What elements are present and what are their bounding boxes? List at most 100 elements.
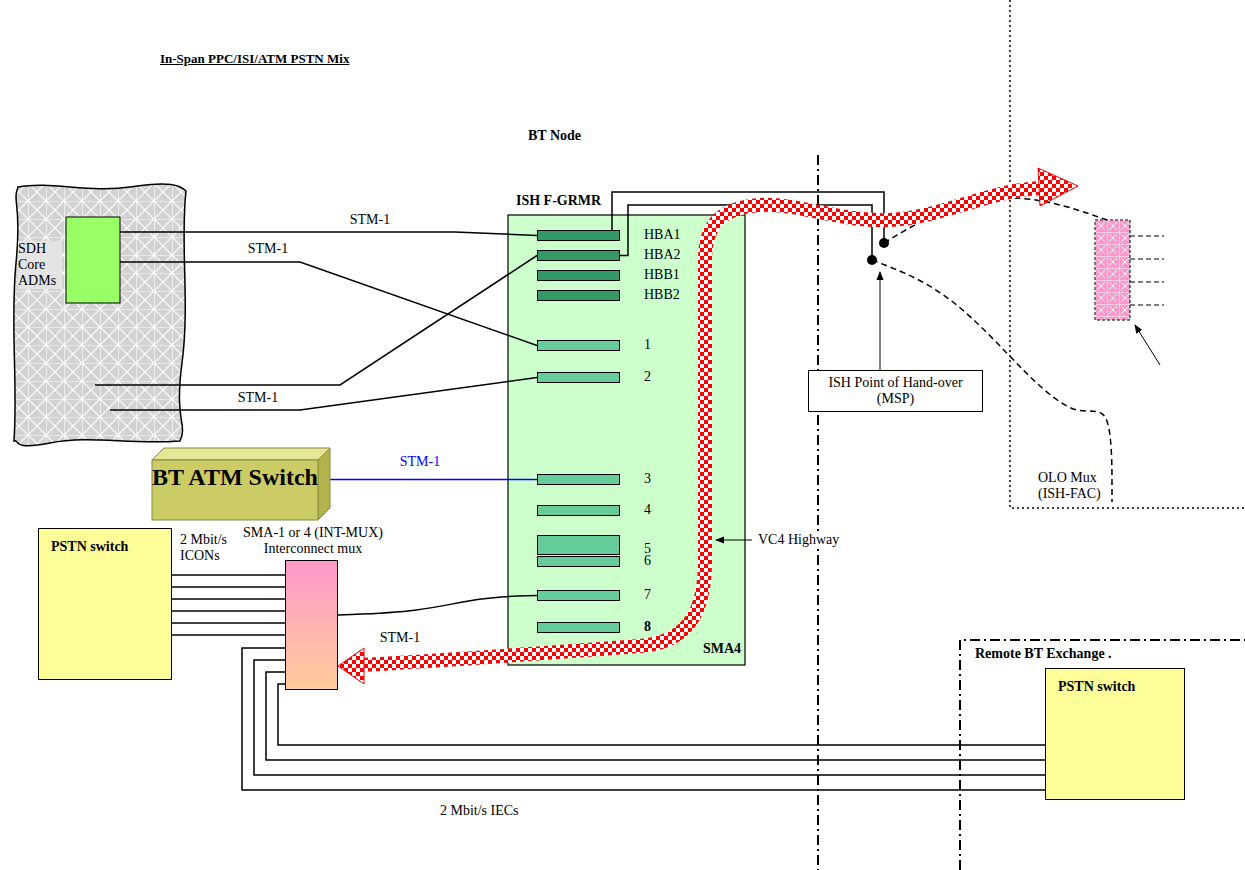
connector <box>254 660 1045 775</box>
wire-stub <box>120 261 190 263</box>
card-label: 4 <box>644 503 651 517</box>
adm-box <box>66 217 120 303</box>
wire-stub <box>110 409 190 411</box>
edge-label: STM-1 <box>398 454 442 470</box>
link-label: 2 Mbit/s ICONs <box>180 532 236 564</box>
connector-segment <box>190 256 537 386</box>
node-text: OLO Mux (ISH-FAC) <box>1038 470 1116 502</box>
arrow-head <box>1038 168 1078 206</box>
card-label: HBA1 <box>644 228 681 242</box>
line-card: 3 <box>537 474 620 485</box>
connector <box>190 232 537 236</box>
connector-segment <box>190 378 537 411</box>
olo-tributaries <box>1130 236 1164 305</box>
connector-segment <box>338 596 537 616</box>
connector <box>266 672 1045 760</box>
edge-label: STM-1 <box>378 630 422 646</box>
junction-dot <box>867 255 877 265</box>
connector <box>172 575 285 576</box>
connector <box>190 378 537 411</box>
connector <box>172 599 285 600</box>
line-card: 8 <box>537 622 620 633</box>
wire-stub <box>120 231 190 233</box>
connector <box>330 479 537 480</box>
edge-label: STM-1 <box>236 390 280 406</box>
connector <box>172 611 285 612</box>
connector-segment <box>190 262 537 346</box>
connector-segment <box>330 479 537 481</box>
node-text: SMA4 <box>703 641 741 657</box>
remote-exchange-region: Remote BT Exchange . PSTN switch <box>960 640 1245 870</box>
atm-switch: BT ATM Switch <box>152 448 330 520</box>
node-text: SMA-1 or 4 (INT-MUX) Interconnect mux <box>238 525 388 557</box>
line-card: 4 <box>537 505 620 516</box>
line-card: 7 <box>537 590 620 601</box>
connector <box>190 262 537 346</box>
junction-dot <box>879 238 889 248</box>
olo-mux: OLO Mux (ISH-FAC) <box>1095 220 1130 502</box>
node-text: SDH Core ADMs <box>18 241 62 289</box>
leader-line <box>880 272 881 370</box>
leader-line <box>716 540 752 541</box>
connector <box>172 623 285 624</box>
cloud-outline <box>10 183 190 445</box>
connector-segment <box>172 622 285 624</box>
connector-segment <box>242 648 1045 790</box>
line-card: 1 <box>537 340 620 351</box>
node-text: Remote BT Exchange . <box>975 646 1112 662</box>
connector-segment <box>172 634 285 636</box>
connector-segment <box>172 610 285 612</box>
edge-label: STM-1 <box>246 241 290 257</box>
line-card: HBA1 <box>537 230 620 241</box>
pstn-switch: PSTN switch <box>1045 668 1185 800</box>
connector <box>620 205 1112 502</box>
pstn-switch: PSTN switch <box>38 528 172 680</box>
line-card: 5 <box>537 535 620 555</box>
callout-label: VC4 Highway <box>756 532 841 548</box>
arrow-head <box>338 648 364 684</box>
card-label: 1 <box>644 338 651 352</box>
region-label: BT Node <box>528 128 581 144</box>
diagram-title: In-Span PPC/ISI/ATM PSTN Mix <box>160 52 349 67</box>
card-label: 2 <box>644 370 651 384</box>
connector-segment <box>278 684 1045 745</box>
highway-band <box>360 188 1040 665</box>
line-card: 6 <box>537 556 620 567</box>
sdh-cloud: SDH Core ADMs <box>10 183 190 445</box>
card-label: 8 <box>644 620 651 634</box>
node-text: ISH Point of Hand-over (MSP) <box>819 375 972 407</box>
connector-segment <box>190 232 537 236</box>
node-text: BT ATM Switch <box>152 448 318 490</box>
leader-line <box>1135 325 1160 365</box>
connector-segment <box>172 574 285 576</box>
node-text: PSTN switch <box>1046 669 1184 705</box>
node-text: PSTN switch <box>39 529 171 565</box>
connector <box>172 635 285 636</box>
line-card: HBB1 <box>537 270 620 281</box>
card-label: HBA2 <box>644 248 681 262</box>
card-label: HBB1 <box>644 268 680 282</box>
connector <box>278 684 1045 745</box>
line-card: HBA2 <box>537 250 620 261</box>
olo-mux-box <box>1095 220 1130 502</box>
connector-segment <box>254 660 1045 775</box>
line-card: HBB2 <box>537 290 620 301</box>
olo-boundary <box>1010 0 1245 508</box>
connector-segment <box>172 586 285 588</box>
connector <box>172 587 285 588</box>
line-card: 2 <box>537 372 620 383</box>
node-text: ISH F-GRMR <box>516 193 601 209</box>
bt-node-boundary <box>817 155 819 870</box>
card-label: HBB2 <box>644 288 680 302</box>
connector-segment <box>266 672 1045 760</box>
sma4-rack: ISH F-GRMRSMA4HBA1HBA2HBB1HBB212345678 <box>508 215 745 665</box>
wire-stub <box>95 384 190 386</box>
link-label: 2 Mbit/s IECs <box>440 803 519 819</box>
connector <box>338 596 537 616</box>
connector-segment <box>172 598 285 600</box>
edge-label: STM-1 <box>348 212 392 228</box>
callout-box: ISH Point of Hand-over (MSP) <box>808 370 983 412</box>
connector <box>242 648 1045 790</box>
connector <box>190 256 537 386</box>
cloud-outline <box>14 184 186 446</box>
